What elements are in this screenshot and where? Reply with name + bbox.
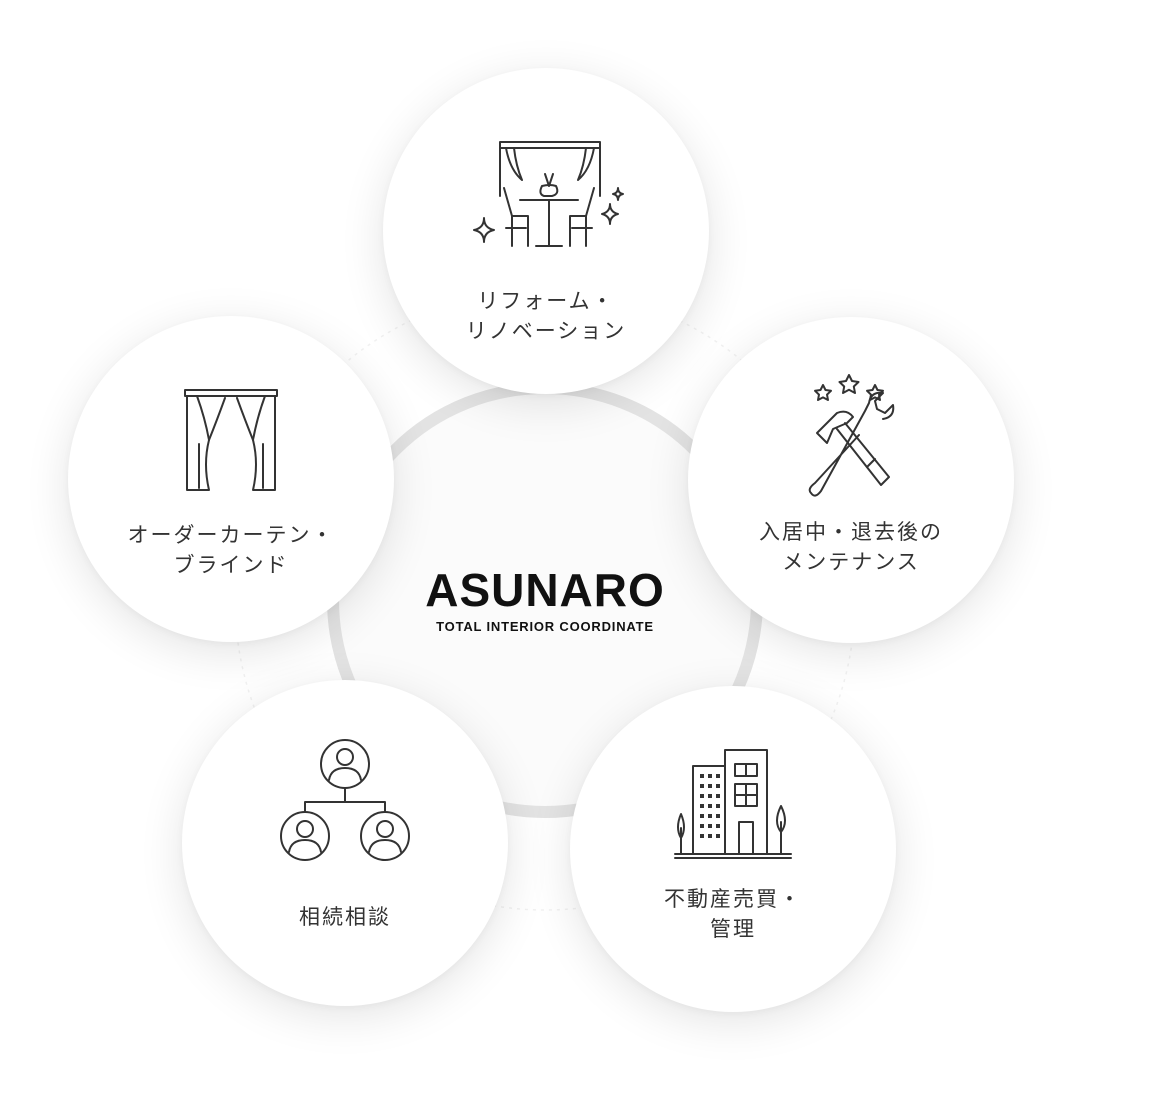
service-real-estate-line2: 管理 xyxy=(710,917,756,942)
curtain-icon xyxy=(184,389,278,491)
building-icon xyxy=(674,749,792,859)
logo-title: ASUNARO xyxy=(425,563,665,616)
service-reform[interactable]: リフォーム・ リノベーション xyxy=(383,68,709,394)
service-real-estate-label: 不動産売買・ 管理 xyxy=(570,884,896,945)
service-reform-label: リフォーム・ リノベーション xyxy=(383,286,709,347)
service-real-estate-line1: 不動産売買・ xyxy=(664,887,802,911)
service-curtain[interactable]: オーダーカーテン・ ブラインド xyxy=(68,316,394,642)
service-real-estate[interactable]: 不動産売買・ 管理 xyxy=(570,686,896,1012)
service-maintenance-line2: メンテナンス xyxy=(782,550,920,575)
service-curtain-line1: オーダーカーテン・ xyxy=(127,523,335,547)
service-maintenance[interactable]: 入居中・退去後の メンテナンス xyxy=(688,317,1014,643)
service-reform-line1: リフォーム・ xyxy=(477,289,615,313)
center-logo: ASUNARO TOTAL INTERIOR COORDINATE xyxy=(340,380,750,820)
service-maintenance-label: 入居中・退去後の メンテナンス xyxy=(688,517,1014,578)
service-reform-line2: リノベーション xyxy=(465,319,627,344)
service-curtain-label: オーダーカーテン・ ブラインド xyxy=(68,520,394,581)
service-curtain-line2: ブラインド xyxy=(173,553,289,578)
service-maintenance-line1: 入居中・退去後の xyxy=(759,520,943,544)
service-inheritance[interactable]: 相続相談 xyxy=(182,680,508,1006)
dining-room-icon xyxy=(473,141,624,247)
service-inheritance-line1: 相続相談 xyxy=(299,905,391,929)
tools-icon xyxy=(808,374,895,497)
family-tree-icon xyxy=(280,739,410,861)
logo-tagline: TOTAL INTERIOR COORDINATE xyxy=(436,618,654,634)
service-inheritance-label: 相続相談 xyxy=(182,902,508,932)
